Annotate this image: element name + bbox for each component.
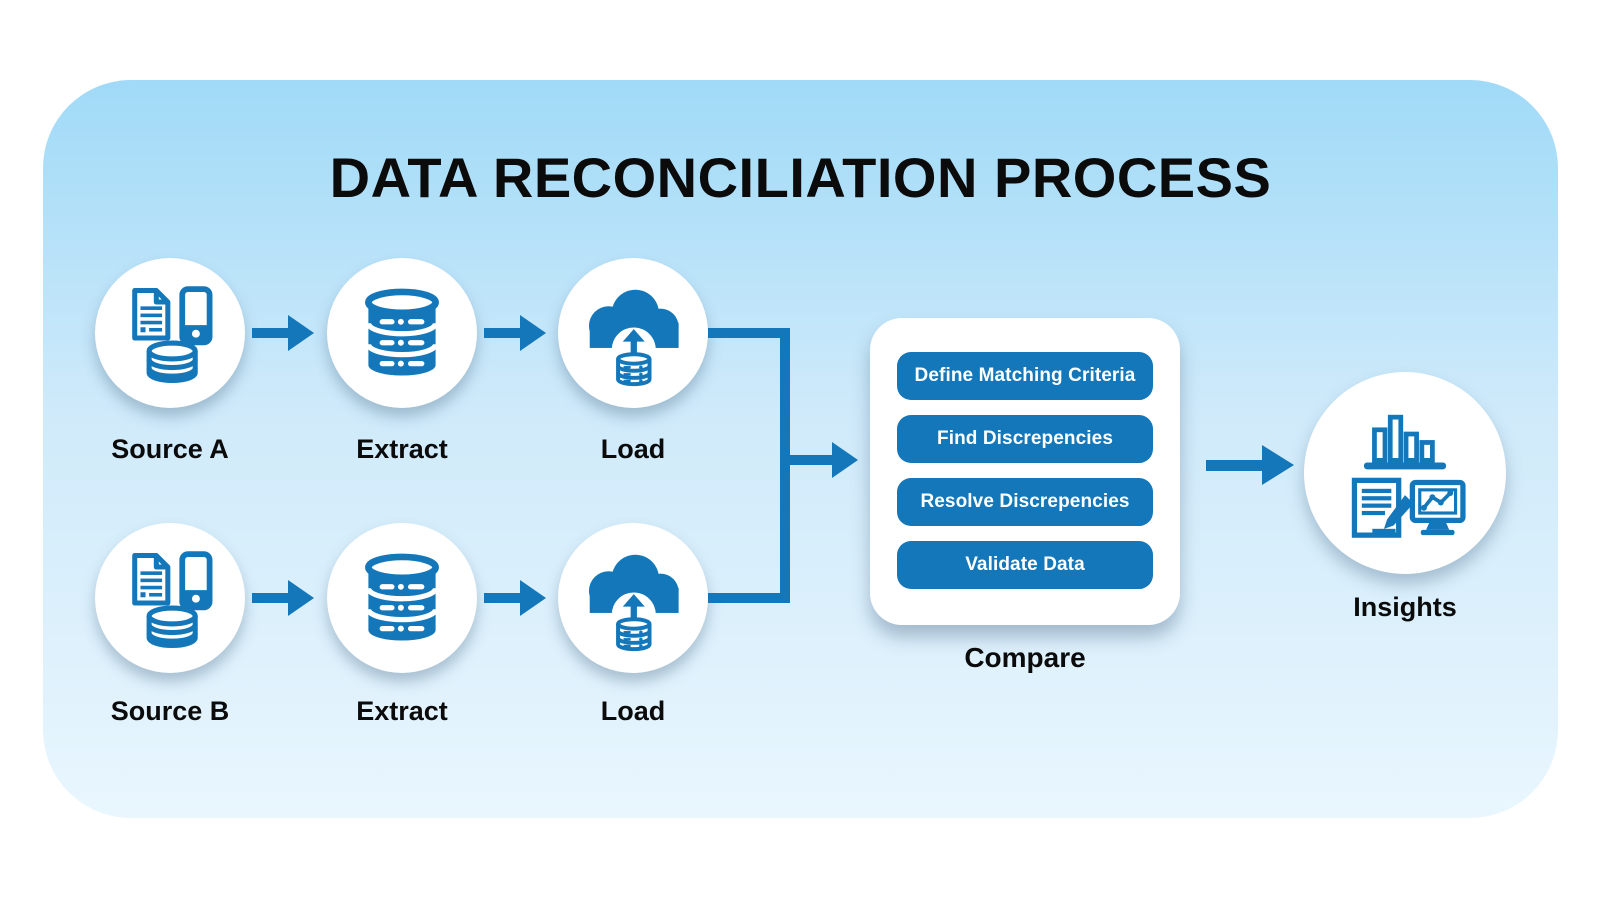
node-label-source-a: Source A [111,434,229,464]
node-label-source-b: Source B [110,696,230,726]
compare-step-define-matching-criteria: Define Matching Criteria [897,352,1153,400]
database-stack-icon [346,277,458,389]
arrow-extract-b-to-load [484,580,546,616]
node-label-insights: Insights [1353,592,1457,622]
arrow-source-a-to-extract [252,315,314,351]
connector-load-a-line [708,328,790,338]
node-label-compare: Compare [964,642,1086,673]
document-phone-database-icon [116,279,224,387]
node-source-a [95,258,245,408]
arrow-merge-to-compare [780,442,858,478]
connector-load-b-line [708,593,790,603]
node-extract-a [327,258,477,408]
page-title: DATA RECONCILIATION PROCESS [329,146,1272,209]
cloud-upload-icon [574,539,692,657]
compare-step-validate-data: Validate Data [897,541,1153,589]
compare-step-resolve-discrepencies: Resolve Discrepencies [897,478,1153,526]
node-source-b [95,523,245,673]
node-label-extract-a: Extract [356,434,448,464]
arrow-source-b-to-extract [252,580,314,616]
node-load-a [558,258,708,408]
node-load-b [558,523,708,673]
node-insights [1304,372,1506,574]
cloud-upload-icon [574,274,692,392]
compare-step-find-discrepencies: Find Discrepencies [897,415,1153,463]
node-label-extract-b: Extract [356,696,448,726]
connector-merge-line [780,328,790,603]
compare-panel: Define Matching Criteria Find Discrepenc… [870,318,1180,625]
arrow-compare-to-insights [1206,445,1294,485]
arrow-extract-a-to-load [484,315,546,351]
node-label-load-a: Load [600,434,666,464]
node-extract-b [327,523,477,673]
document-phone-database-icon [116,544,224,652]
node-label-load-b: Load [600,696,666,726]
background-card [43,80,1558,818]
analytics-report-monitor-icon [1326,394,1484,552]
database-stack-icon [346,542,458,654]
